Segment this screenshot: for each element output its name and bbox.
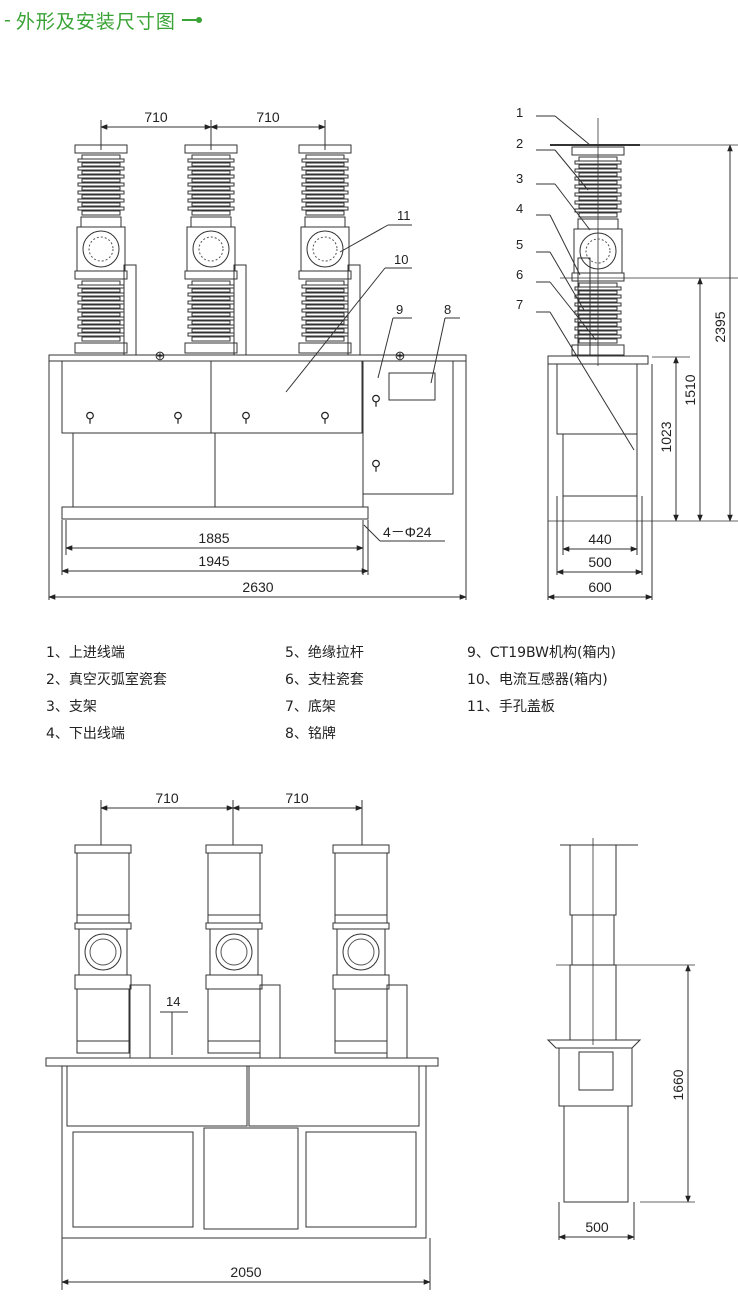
top-side-view: 1 2 3 4 5 6 7 2395 1510 1023 440 500 600 [516,105,738,600]
legend-item: 3、支架 [46,699,97,715]
callout-8: 8 [444,302,451,317]
mounting-holes-label: 4－Φ24 [383,524,432,540]
svg-text:⚲: ⚲ [85,409,95,425]
callout-4: 4 [516,201,523,216]
callout-10: 10 [394,252,408,267]
header-tail-icon [181,17,202,23]
legend-item: 10、电流互感器(箱内) [467,672,608,688]
dim-500-bottom: 500 [585,1219,609,1235]
top-front-view: 710 710 ⚲ ⚲ ⚲ ⚲ ⚲ ⚲ ⊕ ⊕ 11 10 [48,109,467,600]
top-front-spacing-left: 710 [144,109,168,125]
svg-text:⚲: ⚲ [241,409,251,425]
legend-item: 6、支柱瓷套 [285,672,364,688]
callout-2: 2 [516,136,523,151]
legend-item: 1、上进线端 [46,645,125,661]
svg-text:⚲: ⚲ [371,457,381,473]
bottom-front-spacing-left: 710 [155,790,179,806]
dim-1660: 1660 [670,1069,686,1100]
callout-14: 14 [166,994,180,1009]
nameplate [388,372,436,401]
mechanism-cabinet [362,360,454,495]
callout-6: 6 [516,267,523,282]
top-front-pole-1 [75,145,127,353]
dim-2630: 2630 [242,579,273,595]
section-header: - 外形及安装尺寸图 [4,6,202,34]
callout-1: 1 [516,105,523,120]
bottom-front-pole-3 [332,844,390,1054]
bottom-front-view: 710 710 2050 14 [45,790,439,1290]
callout-3: 3 [516,171,523,186]
svg-text:⚲: ⚲ [320,409,330,425]
dim-2050: 2050 [230,1264,261,1280]
legend-item: 11、手孔盖板 [467,699,555,715]
dim-1510: 1510 [682,374,698,405]
svg-text:⊕: ⊕ [155,348,166,363]
dim-500-top: 500 [588,554,612,570]
header-dash: - [4,9,12,31]
legend-item: 4、下出线端 [46,726,125,742]
svg-text:⚲: ⚲ [173,409,183,425]
legend-item: 9、CT19BW机构(箱内) [467,645,616,661]
dim-1023: 1023 [658,421,674,452]
legend-column-2: 5、绝缘拉杆 6、支柱瓷套 7、底架 8、铭牌 [285,640,364,748]
bottom-front-pole-2 [205,844,263,1054]
top-front-pole-2 [185,145,237,353]
dim-1885: 1885 [198,530,229,546]
svg-text:⊕: ⊕ [395,348,406,363]
bottom-front-spacing-right: 710 [285,790,309,806]
top-front-spacing-right: 710 [256,109,280,125]
legend-column-1: 1、上进线端 2、真空灭弧室瓷套 3、支架 4、下出线端 [46,640,167,748]
svg-text:⚲: ⚲ [371,392,381,408]
callout-11: 11 [397,208,411,223]
mechanism-door [203,1127,299,1230]
dim-440: 440 [588,531,612,547]
dim-600: 600 [588,579,612,595]
legend-item: 7、底架 [285,699,336,715]
callout-7: 7 [516,297,523,312]
legend-item: 8、铭牌 [285,726,336,742]
top-front-pole-3 [299,145,351,353]
header-title: 外形及安装尺寸图 [15,10,176,33]
callout-5: 5 [516,237,523,252]
callout-9: 9 [396,302,403,317]
legend-column-3: 9、CT19BW机构(箱内) 10、电流互感器(箱内) 11、手孔盖板 [467,640,616,721]
bottom-side-view: 1660 500 [546,838,695,1240]
dim-2395: 2395 [712,311,728,342]
legend-item: 5、绝缘拉杆 [285,645,364,661]
legend-item: 2、真空灭弧室瓷套 [46,672,167,688]
bottom-front-pole-1 [74,844,132,1054]
dim-1945: 1945 [198,553,229,569]
